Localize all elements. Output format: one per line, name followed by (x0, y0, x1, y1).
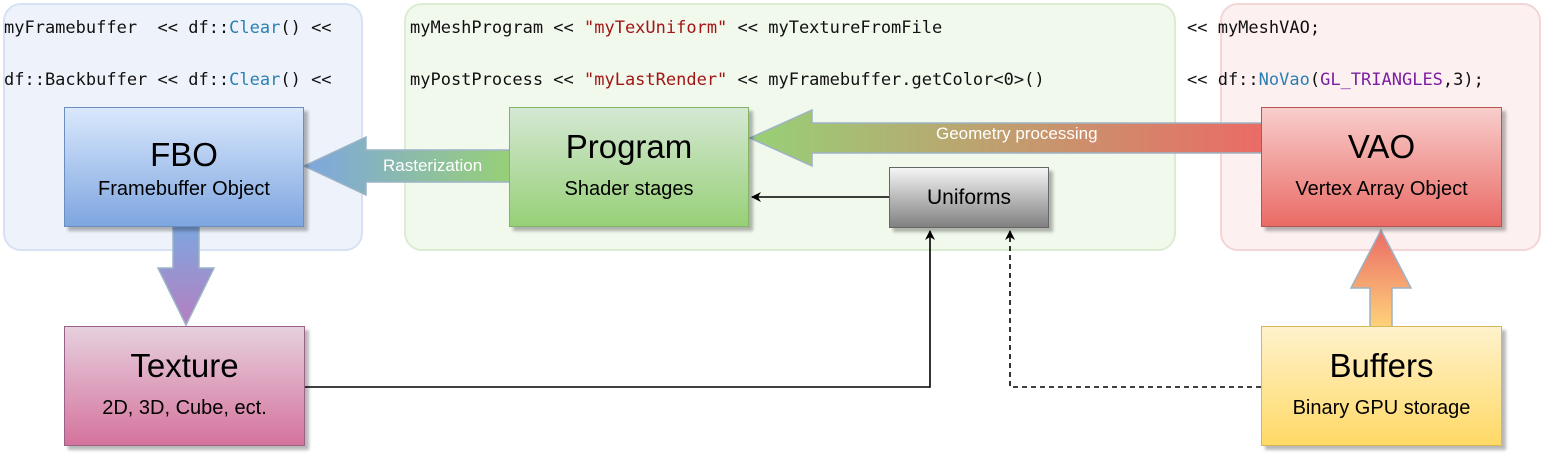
code-line-1-program: myMeshProgram << "myTexUniform" << myTex… (410, 18, 943, 38)
buffers-title: Buffers (1329, 347, 1434, 384)
program-title: Program (565, 128, 693, 165)
program-node: Program Shader stages (509, 107, 749, 227)
texture-to-uniforms-connector (305, 230, 935, 388)
uniforms-node: Uniforms (889, 167, 1049, 228)
rasterization-label: Rasterization (383, 156, 483, 175)
buffers-to-vao-arrow (1349, 228, 1413, 328)
geometry-processing-arrow (748, 108, 1263, 168)
vao-subtitle: Vertex Array Object (1295, 178, 1468, 200)
fbo-node: FBO Framebuffer Object (64, 107, 304, 227)
program-subtitle: Shader stages (564, 178, 694, 200)
uniforms-title: Uniforms (926, 186, 1011, 209)
fbo-to-texture-arrow (156, 225, 216, 327)
texture-node: Texture 2D, 3D, Cube, ect. (64, 326, 305, 446)
code-line-2-fbo: df::Backbuffer << df::Clear() << (4, 70, 332, 90)
fbo-title: FBO (150, 136, 218, 173)
vao-title: VAO (1347, 128, 1416, 165)
texture-title: Texture (130, 347, 239, 384)
vao-node: VAO Vertex Array Object (1261, 107, 1502, 227)
code-line-1-fbo: myFramebuffer << df::Clear() << (4, 18, 332, 38)
buffers-subtitle: Binary GPU storage (1292, 397, 1471, 419)
texture-subtitle: 2D, 3D, Cube, ect. (102, 397, 267, 419)
buffers-node: Buffers Binary GPU storage (1261, 326, 1502, 446)
fbo-subtitle: Framebuffer Object (98, 178, 270, 200)
rasterization-arrow (302, 135, 511, 197)
code-line-2-program: myPostProcess << "myLastRender" << myFra… (410, 70, 1045, 90)
code-line-1-vao: << myMeshVAO; (1187, 18, 1321, 38)
geometry-processing-label: Geometry processing (936, 124, 1098, 143)
code-line-2-vao: << df::NoVao(GL_TRIANGLES,3); (1187, 70, 1484, 90)
buffers-to-uniforms-connector (1005, 230, 1261, 388)
